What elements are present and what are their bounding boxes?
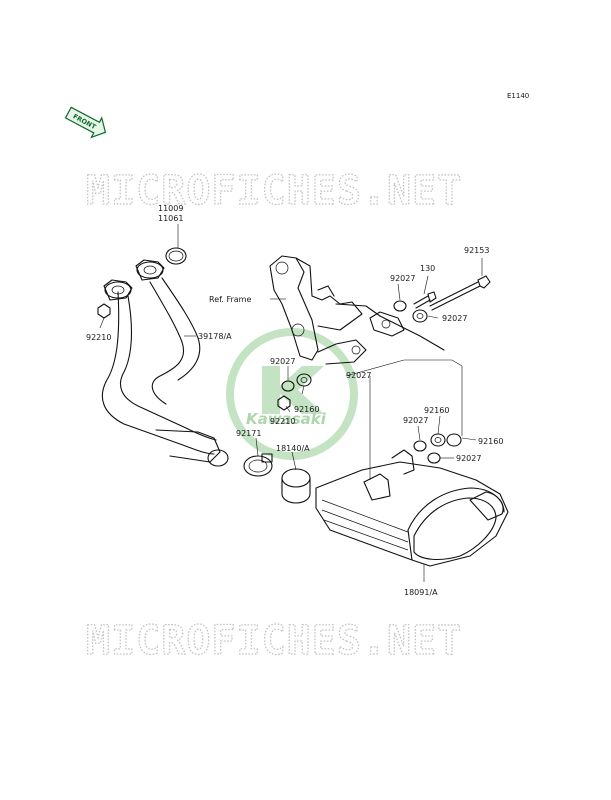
callout-39178: 39178/A [198, 332, 232, 341]
callout-92160-upper: 92160 [424, 406, 449, 415]
callout-92027-mid: 92027 [270, 357, 295, 366]
nut-92210-left [97, 303, 111, 319]
front-arrow-icon: FRONT [64, 106, 107, 139]
callout-92160-mid: 92160 [294, 405, 319, 414]
callout-11009: 11009 [158, 204, 183, 213]
ref-frame-label: Ref. Frame [209, 295, 251, 304]
callout-92027-bottom: 92027 [456, 454, 481, 463]
muffler-hanger-plate [351, 311, 405, 355]
diagram-code: E1140 [507, 92, 529, 100]
callout-92210-mid: 92210 [270, 417, 295, 426]
callout-92210-left: 92210 [86, 333, 111, 342]
callout-18140: 18140/A [276, 444, 310, 453]
callout-92153: 92153 [464, 246, 489, 255]
callout-11061: 11061 [158, 214, 183, 223]
washers-lower [413, 433, 462, 464]
watermark-bottom: MICROFICHES.NET [86, 618, 462, 664]
callout-92171: 92171 [236, 429, 261, 438]
clamp-92171 [243, 453, 273, 477]
callout-92027-right: 92027 [442, 314, 467, 323]
callout-92027-lower: 92027 [403, 416, 428, 425]
bolt-92153 [429, 275, 491, 311]
exhaust-header-pipe [101, 259, 229, 467]
leader-lines [99, 224, 483, 582]
callout-92027-center: 92027 [346, 371, 371, 380]
callout-18091: 18091/A [404, 588, 438, 597]
frame-bracket [269, 255, 445, 365]
callout-130: 130 [420, 264, 435, 273]
bolt-130 [413, 291, 437, 309]
watermark-top: MICROFICHES.NET [86, 168, 462, 214]
callout-92027-top: 92027 [390, 274, 415, 283]
connector-pipe-18140 [281, 468, 311, 504]
muffler-18091 [315, 449, 509, 567]
kawasaki-logo-text: Kawasaki [246, 410, 327, 428]
washers-upper [393, 300, 428, 323]
gasket-ring [165, 247, 187, 265]
callout-92160-right: 92160 [478, 437, 503, 446]
